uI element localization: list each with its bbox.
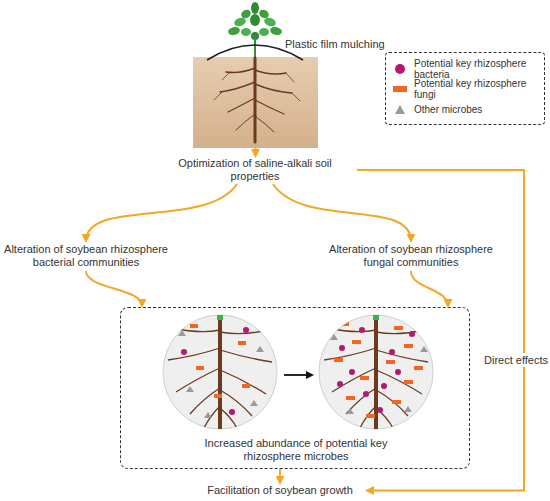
legend-icon xyxy=(392,63,408,75)
node-label: Facilitation of soybean growth xyxy=(195,484,365,497)
root-illustration xyxy=(168,312,272,432)
bacteria-symbol xyxy=(395,64,405,74)
flow-arrow xyxy=(357,170,524,491)
plant-roots xyxy=(214,58,300,142)
legend-icon xyxy=(392,103,408,115)
process-text: Alteration of soybean rhizosphere fungal… xyxy=(325,243,497,269)
root-illustration xyxy=(324,312,428,432)
legend-row: Other microbes xyxy=(392,99,540,119)
node-label: Optimization of saline-alkali soil prope… xyxy=(155,157,355,183)
plant-soil-node: Plastic film mulching xyxy=(193,57,318,148)
flow-arrow xyxy=(255,148,257,156)
legend-row: Potential key rhizosphere fungi xyxy=(392,79,540,99)
fungi-symbol xyxy=(393,86,407,92)
edge-label: Direct effects xyxy=(484,353,548,367)
node-label: Increased abundance of potential key rhi… xyxy=(191,437,401,463)
microbe-symbol xyxy=(395,105,405,114)
flow-arrow xyxy=(411,271,448,306)
plant-leaves xyxy=(227,2,283,40)
legend-row: Potential key rhizosphere bacteria xyxy=(392,59,540,79)
flow-arrow xyxy=(86,184,237,241)
legend-label: Potential key rhizosphere fungi xyxy=(414,78,540,100)
flow-arrow xyxy=(86,271,142,306)
node-label: Alteration of soybean rhizosphere fungal… xyxy=(325,243,497,269)
legend-label: Other microbes xyxy=(414,104,482,115)
process-text: Facilitation of soybean growth xyxy=(195,484,365,497)
legend-label: Potential key rhizosphere bacteria xyxy=(414,58,540,80)
dashed-group-box: Increased abundance of potential key rhi… xyxy=(120,307,470,469)
node-label: Plastic film mulching xyxy=(285,38,385,51)
flow-arrow xyxy=(279,469,281,483)
plant-stem xyxy=(254,36,256,58)
node-label: Alteration of soybean rhizosphere bacter… xyxy=(0,243,172,269)
process-text: Alteration of soybean rhizosphere bacter… xyxy=(0,243,172,269)
process-text: Optimization of saline-alkali soil prope… xyxy=(155,157,355,183)
change-arrow xyxy=(284,374,312,376)
legend-icon xyxy=(392,83,408,95)
flow-arrow xyxy=(273,184,411,241)
legend-box: Potential key rhizosphere bacteriaPotent… xyxy=(385,52,545,125)
soil-block xyxy=(193,57,318,148)
